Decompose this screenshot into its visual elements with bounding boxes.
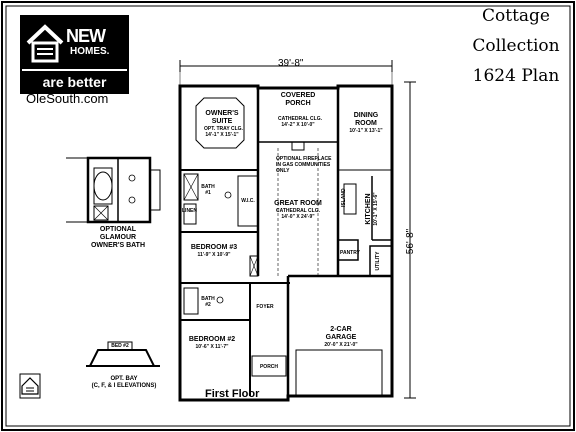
logo-text-better: are better — [22, 69, 127, 94]
dimension-depth: 56'-8" — [405, 228, 417, 255]
bath1-label: BATH#1 — [201, 184, 215, 196]
wic-label: W.I.C. — [241, 198, 255, 204]
pantry-label: PANTRY — [340, 250, 360, 256]
foyer-label: FOYER — [256, 304, 274, 310]
dimension-width: 39'-8" — [278, 58, 304, 69]
plan-title-line3: 1624 Plan — [472, 66, 560, 86]
floor-label: First Floor — [205, 388, 260, 400]
glamour-bath-inset — [66, 156, 161, 224]
bay-bed-label: BED #2 — [111, 343, 129, 349]
great-room-label: GREAT ROOM CATHEDRAL CLG. 14'-0" X 24'-9… — [274, 200, 322, 220]
floor-plan — [178, 60, 416, 402]
utility-label: UTILITY — [375, 251, 381, 271]
logo-text-new: NEW — [66, 26, 106, 46]
plan-title-line1: Cottage — [482, 6, 550, 26]
linen-label: LINEN — [182, 208, 197, 214]
opt-bay-caption: OPT. BAY(C, F, & I ELEVATIONS) — [91, 376, 157, 389]
island-label: ISLAND — [341, 188, 347, 207]
logo-text-homes: HOMES. — [70, 46, 110, 57]
bath2-label: BATH#2 — [201, 296, 215, 308]
bay-inset — [86, 341, 160, 367]
equal-housing-icon — [19, 373, 41, 399]
website-link[interactable]: OleSouth.com — [26, 91, 109, 106]
plan-title-line2: Collection — [472, 36, 560, 56]
house-icon — [26, 24, 64, 63]
porch-label: PORCH — [259, 364, 279, 370]
brand-logo: NEW HOMES. are better — [20, 15, 129, 94]
